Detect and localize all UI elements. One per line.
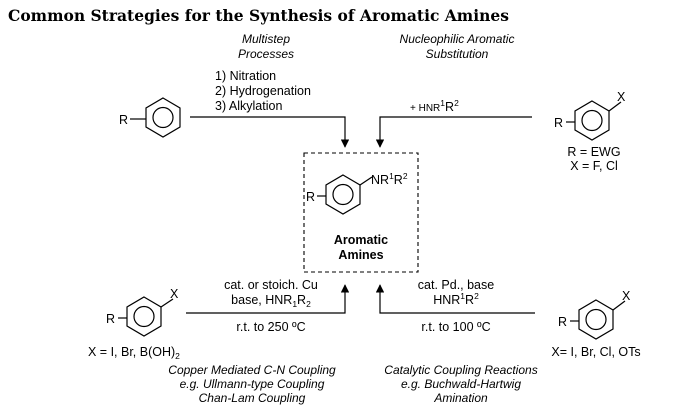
copper-section: cat. or stoich. Cu base, HNR1R2 r.t. to … bbox=[88, 278, 350, 405]
cu-caption-line3: Chan-Lam Coupling bbox=[199, 391, 306, 405]
r-label-top-right: R bbox=[554, 116, 563, 130]
snar-section: Nucleophilic Aromatic Substitution + HNR… bbox=[375, 32, 626, 173]
product-name-line2: Amines bbox=[338, 248, 383, 262]
condition-halide: X = F, Cl bbox=[570, 159, 618, 173]
step-nitration: 1) Nitration bbox=[215, 69, 276, 83]
cu-caption-line2: e.g. Ullmann-type Coupling bbox=[180, 377, 325, 391]
product-dashed-box bbox=[303, 152, 419, 273]
cu-x-definition: X = I, Br, B(OH)2 bbox=[88, 345, 180, 361]
r-label-center: R bbox=[306, 190, 315, 204]
benzene-ring-top-left bbox=[130, 97, 181, 138]
x-label-bottom-right: X bbox=[622, 289, 631, 303]
multistep-heading-line2: Processes bbox=[238, 47, 294, 61]
multistep-section: Multistep Processes 1) Nitration 2) Hydr… bbox=[119, 32, 350, 148]
scheme-title: Common Strategies for the Synthesis of A… bbox=[8, 6, 509, 25]
r-label-top-left: R bbox=[119, 113, 128, 127]
x-label-top-right: X bbox=[617, 90, 626, 104]
step-alkylation: 3) Alkylation bbox=[215, 99, 282, 113]
cu-reagent-line1: cat. or stoich. Cu bbox=[224, 278, 318, 292]
pd-temperature: r.t. to 100 ºC bbox=[421, 320, 490, 334]
cu-caption-line1: Copper Mediated C-N Coupling bbox=[168, 363, 336, 377]
benzene-ring-center bbox=[317, 174, 373, 215]
product-name-line1: Aromatic bbox=[334, 233, 388, 247]
r-label-bottom-left: R bbox=[106, 312, 115, 326]
pd-caption-line1: Catalytic Coupling Reactions bbox=[384, 363, 537, 377]
aromatic-amine-product: NR1R2 R Aromatic Amines bbox=[303, 152, 419, 273]
snar-heading-line2: Substitution bbox=[426, 47, 489, 61]
pd-caption-line3: Amination bbox=[433, 391, 488, 405]
r-label-bottom-right: R bbox=[558, 315, 567, 329]
cu-temperature: r.t. to 250 ºC bbox=[236, 320, 305, 334]
multistep-heading-line1: Multistep bbox=[242, 32, 290, 46]
step-hydrogenation: 2) Hydrogenation bbox=[215, 84, 311, 98]
arrow-snar bbox=[375, 116, 532, 148]
arrow-palladium bbox=[375, 284, 535, 314]
palladium-section: cat. Pd., base HNR1R2 r.t. to 100 ºC R X… bbox=[375, 278, 641, 405]
pd-reagent-line2: HNR1R2 bbox=[433, 291, 479, 307]
snar-heading-line1: Nucleophilic Aromatic bbox=[400, 32, 515, 46]
benzene-ring-top-right bbox=[566, 100, 622, 141]
benzene-ring-bottom-right bbox=[570, 299, 626, 340]
benzene-ring-bottom-left bbox=[118, 296, 174, 337]
x-label-bottom-left: X bbox=[170, 287, 179, 301]
snar-reagent: + HNR1R2 bbox=[410, 98, 459, 114]
pd-reagent-line1: cat. Pd., base bbox=[418, 278, 494, 292]
pd-caption-line2: e.g. Buchwald-Hartwig bbox=[401, 377, 521, 391]
pd-x-definition: X= I, Br, Cl, OTs bbox=[551, 345, 640, 359]
condition-ewg: R = EWG bbox=[567, 145, 620, 159]
cu-reagent-line2: base, HNR1R2 bbox=[231, 293, 311, 309]
nr1r2-group: NR1R2 bbox=[371, 171, 408, 187]
arrow-multistep bbox=[190, 116, 350, 148]
arrow-copper bbox=[186, 284, 350, 314]
